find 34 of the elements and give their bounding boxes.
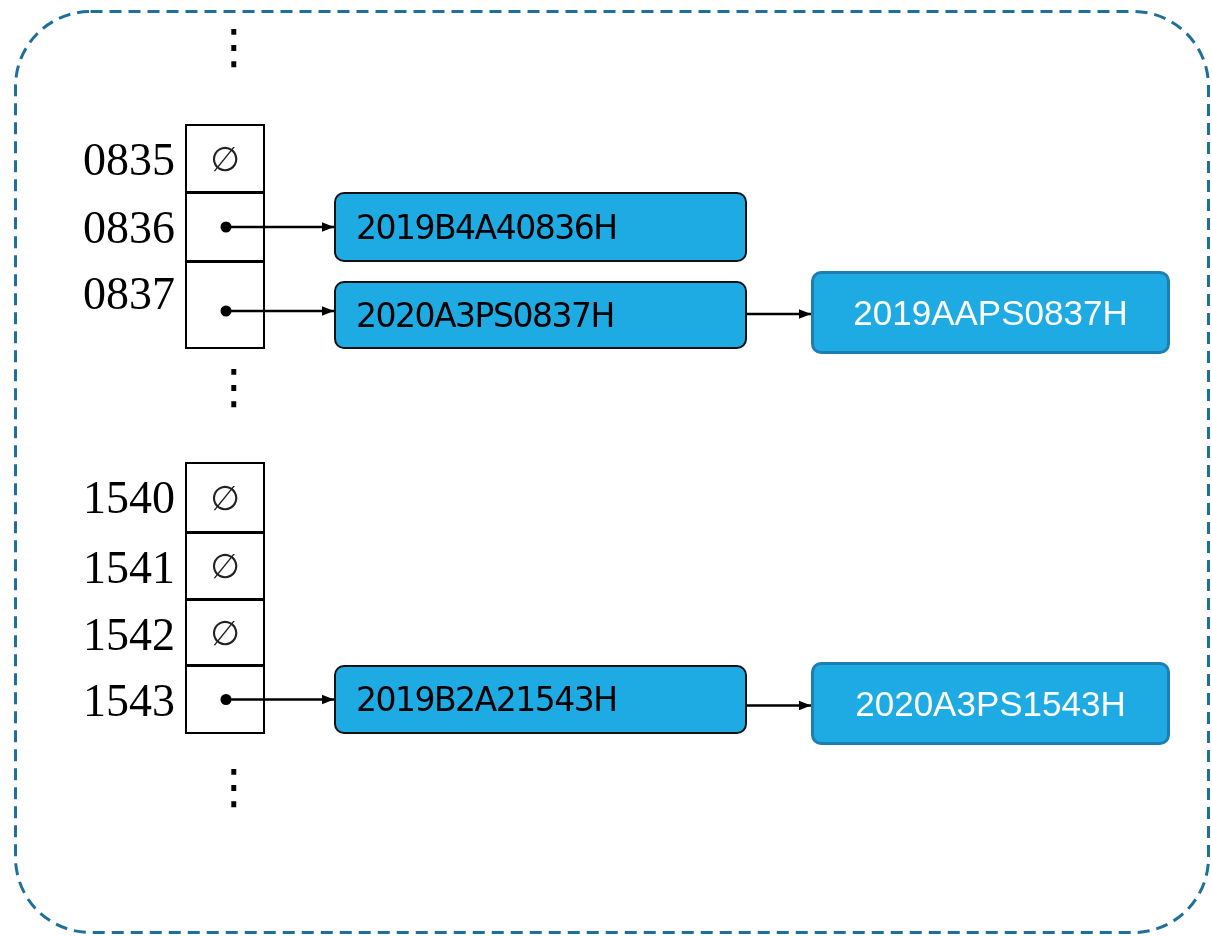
null-symbol: ∅: [210, 138, 240, 179]
table-cell: [185, 462, 265, 533]
table-cell: [185, 261, 265, 349]
row-index: 0836: [82, 205, 175, 251]
row-index: 1542: [82, 612, 175, 658]
record-box: [334, 192, 747, 262]
null-symbol: ∅: [210, 477, 240, 518]
record-id: 2020A3PS1543H: [855, 683, 1126, 724]
record-box: [334, 665, 747, 734]
ellipsis: ⋮: [210, 22, 240, 70]
record-box: [811, 662, 1170, 745]
row-index: 0835: [82, 137, 175, 183]
arrow: [747, 309, 811, 319]
row-index: 0837: [82, 271, 175, 317]
table-cell: [185, 192, 265, 262]
ellipsis: ⋮: [210, 362, 240, 410]
table-cell: [185, 599, 265, 666]
row-index: 1540: [82, 475, 175, 521]
null-symbol: ∅: [210, 612, 240, 653]
table-cell: [185, 532, 265, 600]
arrow: [747, 700, 811, 711]
record-id: 2019B4A40836H: [356, 207, 617, 247]
dashed-container: [14, 10, 1210, 934]
table-cell: [185, 665, 265, 734]
record-box: [334, 281, 747, 349]
record-id: 2020A3PS0837H: [356, 295, 614, 335]
record-box: [811, 271, 1170, 354]
record-id: 2019B2A21543H: [356, 680, 617, 719]
row-index: 1541: [82, 545, 175, 591]
table-cell: [185, 124, 265, 193]
record-id: 2019AAPS0837H: [853, 292, 1128, 333]
null-symbol: ∅: [210, 546, 240, 586]
ellipsis: ⋮: [210, 762, 240, 810]
row-index: 1543: [82, 678, 175, 724]
